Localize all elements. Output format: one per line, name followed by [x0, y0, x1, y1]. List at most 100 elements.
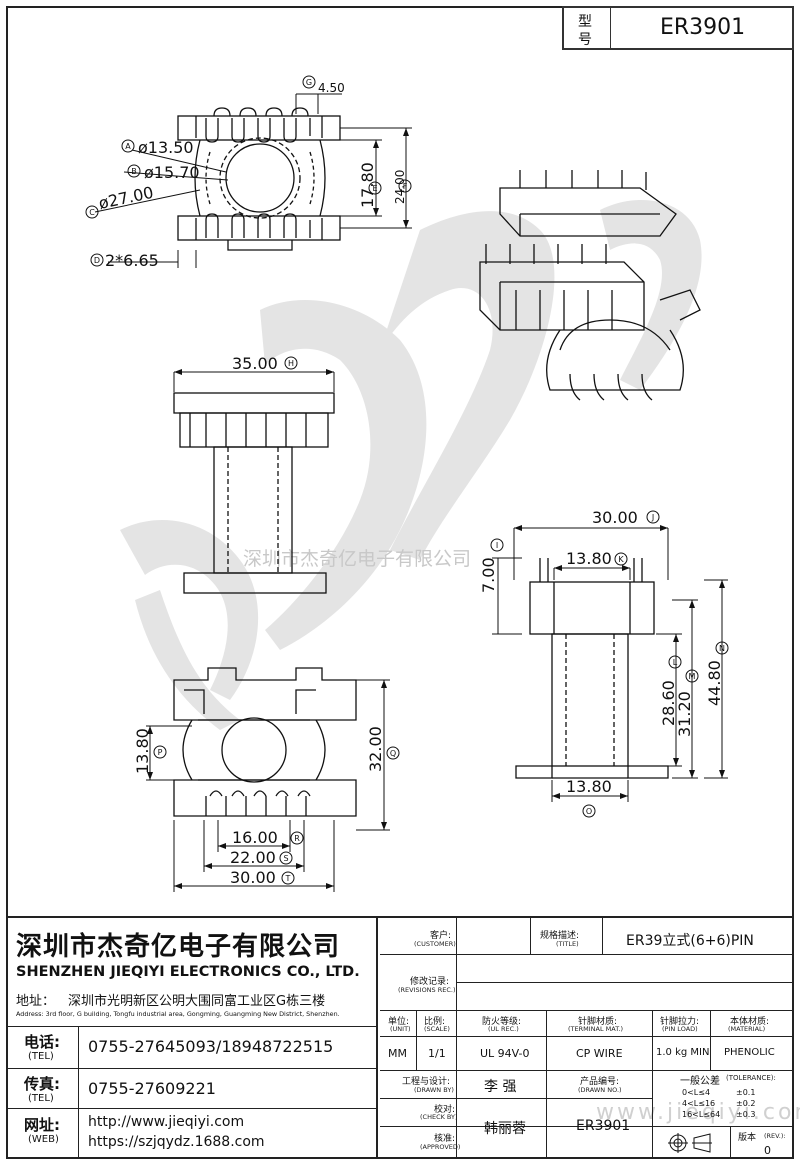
marker-g: G [306, 78, 312, 87]
dim-q: 32.00 [366, 726, 385, 772]
dimension-marker-letters: G A B C D E F H J K I L M N O P Q R S T [89, 78, 725, 883]
dim-c: ø27.00 [97, 183, 155, 213]
tolerance-label-cn: 一般公差 [680, 1076, 720, 1087]
bottom-view-dim-lines [146, 679, 390, 892]
spec-table: 客户: (CUSTOMER) 规格描述: (TITLE) ER39立式(6+6)… [380, 918, 794, 1159]
marker-r: R [294, 834, 300, 843]
rev-value: 0 [764, 1144, 771, 1157]
tel-label-cn: 电话: [24, 1033, 60, 1051]
approved-label-en: (APPROVED) [420, 1143, 461, 1151]
web-link-1[interactable]: http://www.jieqiyi.com [88, 1114, 245, 1130]
marker-b: B [131, 167, 137, 176]
isometric-view [479, 170, 701, 401]
address-label: 地址： [16, 994, 56, 1009]
check-label-en: (CHECK BY) [420, 1113, 458, 1121]
rev-label-en: (REV.): [764, 1132, 786, 1140]
scale-label-cn: 比例: [424, 1017, 446, 1027]
ulrec-label-cn: 防火等级: [482, 1017, 522, 1027]
bottom-view [173, 667, 357, 817]
tol-value-2: ±0.3 [736, 1110, 756, 1119]
dimension-arrows [147, 128, 725, 889]
projection-symbol-icon [668, 1133, 712, 1153]
dim-a: ø13.50 [138, 138, 194, 157]
marker-i: I [496, 541, 498, 550]
title-value: ER39立式(6+6)PIN [626, 933, 754, 949]
company-name-cn: 深圳市杰奇亿电子有限公司 [16, 932, 341, 962]
terminal-value: CP WIRE [576, 1047, 623, 1060]
terminal-label-en: (TERMINAL MAT.) [568, 1025, 624, 1033]
drawnno-value: ER3901 [576, 1118, 631, 1134]
marker-n: N [719, 644, 725, 653]
fax-label-en: (TEL) [28, 1093, 54, 1104]
customer-label-cn: 客户: [430, 931, 452, 941]
dim-p: 13.80 [133, 728, 152, 774]
model-label-bottom: 号 [578, 32, 592, 48]
watermark-logo [120, 200, 702, 730]
dim-t: 30.00 [230, 868, 276, 887]
terminal-label-cn: 针脚材质: [578, 1017, 618, 1027]
revisions-label-cn: 修改记录: [410, 977, 450, 987]
revisions-label-en: (REVISIONS REC.) [398, 986, 456, 994]
dim-n: 44.80 [705, 660, 724, 706]
material-label-cn: 本体材质: [730, 1017, 770, 1027]
check-label-cn: 校对: [434, 1105, 456, 1115]
dim-g: 4.50 [318, 81, 345, 95]
marker-m: M [689, 672, 696, 681]
marker-c: C [89, 208, 95, 217]
unit-label-en: (UNIT) [390, 1025, 411, 1033]
marker-f: F [403, 182, 408, 191]
marker-s: S [283, 854, 288, 863]
marker-j: J [651, 513, 654, 522]
dim-k: 13.80 [566, 549, 612, 568]
dim-l: 28.60 [659, 680, 678, 726]
drawn-label-cn: 工程与设计: [402, 1077, 451, 1087]
marker-e: E [372, 184, 377, 193]
address-cn: 深圳市光明新区公明大围同富工业区G栋三楼 [68, 994, 326, 1009]
title-label-cn: 规格描述: [540, 931, 580, 941]
marker-a: A [125, 142, 131, 151]
side-view [173, 392, 335, 594]
drawnno-label-en: (DRAWN NO.) [578, 1086, 622, 1094]
marker-d: D [94, 256, 100, 265]
tol-range-2: 16<L≤64 [682, 1110, 721, 1119]
unit-value: MM [388, 1047, 407, 1060]
material-label-en: (MATERIAL) [728, 1025, 766, 1033]
model-label-top: 型 [578, 14, 592, 30]
dim-d: 2*6.65 [105, 251, 159, 270]
drawnno-label-cn: 产品编号: [580, 1077, 620, 1087]
dim-o: 13.80 [566, 777, 612, 796]
company-panel: 深圳市杰奇亿电子有限公司 SHENZHEN JIEQIYI ELECTRONIC… [6, 918, 378, 1159]
check-value: 韩丽蓉 [484, 1121, 526, 1137]
watermark-center-text: 深圳市杰奇亿电子有限公司 [243, 548, 472, 570]
web-link-2[interactable]: https://szjqydz.1688.com [88, 1134, 265, 1150]
dim-e: 17.80 [358, 162, 377, 208]
approved-label-cn: 核准: [434, 1134, 456, 1144]
material-value: PHENOLIC [724, 1047, 775, 1058]
model-value: ER3901 [660, 15, 746, 40]
tol-value-0: ±0.1 [736, 1088, 756, 1097]
dim-j: 30.00 [592, 508, 638, 527]
ulrec-label-en: (UL REC.) [488, 1025, 519, 1033]
marker-k: K [618, 555, 624, 564]
scale-label-en: (SCALE) [424, 1025, 450, 1033]
marker-t: T [285, 874, 291, 883]
marker-q: Q [390, 749, 396, 758]
drawing-frame [6, 6, 794, 1159]
web-label-cn: 网址: [24, 1116, 60, 1134]
dim-r: 16.00 [232, 828, 278, 847]
drawn-value: 李 强 [484, 1079, 517, 1095]
pinload-label-cn: 针脚拉力: [660, 1017, 700, 1027]
drawn-label-en: (DRAWN BY) [414, 1086, 454, 1094]
tel-value: 0755-27645093/18948722515 [88, 1037, 334, 1056]
address-en: Address: 3rd floor, G building, Tongfu i… [16, 1010, 340, 1018]
web-label-en: (WEB) [28, 1134, 59, 1145]
scale-value: 1/1 [428, 1047, 446, 1060]
ulrec-value: UL 94V-0 [480, 1047, 530, 1060]
marker-p: P [158, 748, 163, 757]
dim-i: 7.00 [479, 557, 498, 593]
title-block: 深圳市杰奇亿电子有限公司 SHENZHEN JIEQIYI ELECTRONIC… [6, 916, 794, 1159]
customer-label-en: (CUSTOMER) [414, 940, 456, 948]
dim-b: ø15.70 [144, 163, 200, 182]
tolerance-label-en: (TOLERANCE): [726, 1074, 776, 1082]
dim-m: 31.20 [675, 691, 694, 737]
